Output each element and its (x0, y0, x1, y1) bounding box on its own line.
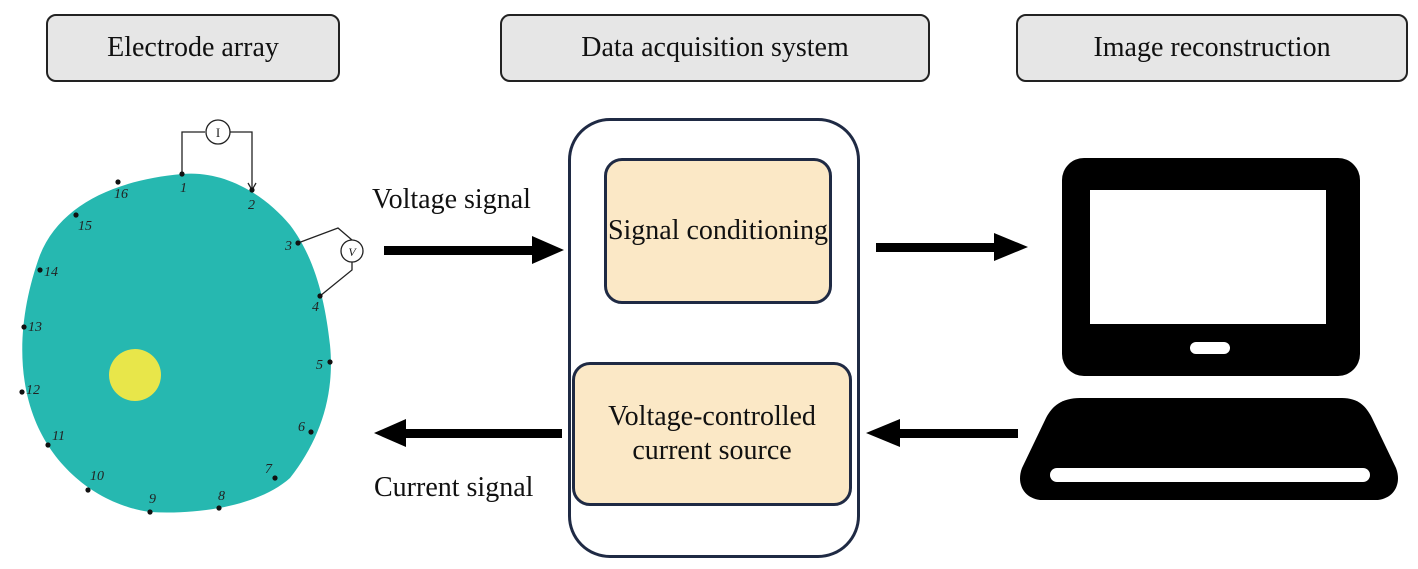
current-meter (181, 119, 257, 192)
current-meter-symbol: I (216, 125, 220, 140)
electrode-5-dot (327, 359, 333, 365)
electrode-7-dot (272, 475, 278, 481)
laptop-screen (1090, 190, 1326, 324)
electrode-1-dot (179, 171, 185, 177)
inclusion (109, 349, 161, 401)
electrode-15-label: 15 (78, 219, 92, 234)
electrode-5-label: 5 (316, 358, 323, 373)
electrode-4-label: 4 (312, 300, 319, 315)
laptop-base (1020, 398, 1398, 500)
electrode-6-label: 6 (298, 420, 305, 435)
laptop-logo (1190, 342, 1230, 354)
electrode-11-dot (45, 442, 51, 448)
electrode-1-label: 1 (180, 181, 187, 196)
signal-conditioning-module: Signal conditioning (604, 158, 832, 304)
command-arrow (866, 419, 1018, 447)
electrode-14-label: 14 (44, 265, 58, 280)
electrode-8-dot (216, 505, 222, 511)
electrode-13-label: 13 (28, 320, 42, 335)
output-arrow (876, 233, 1028, 261)
electrode-13-dot (21, 324, 27, 330)
current-signal-label: Current signal (374, 472, 534, 503)
electrode-8-label: 8 (218, 489, 225, 504)
electrode-7-label: 7 (265, 462, 273, 477)
electrode-6-dot (308, 429, 314, 435)
electrode-3-label: 3 (284, 239, 292, 254)
daq-header: Data acquisition system (500, 14, 930, 82)
electrode-12-dot (19, 389, 25, 395)
electrode-4-dot (317, 293, 323, 299)
voltage-signal-label: Voltage signal (372, 184, 531, 215)
image-reconstruction-header: Image reconstruction (1016, 14, 1408, 82)
electrode-array-header: Electrode array (46, 14, 340, 82)
voltage-arrow (384, 236, 564, 264)
electrode-14-dot (37, 267, 43, 273)
voltage-meter (297, 227, 364, 297)
current-arrow (374, 419, 562, 447)
electrode-9-dot (147, 509, 153, 515)
electrode-11-label: 11 (52, 429, 65, 444)
electrode-10-label: 10 (90, 469, 104, 484)
electrode-2-dot (249, 187, 255, 193)
electrode-16-label: 16 (114, 187, 128, 202)
electrode-array-body (22, 173, 331, 513)
electrode-12-label: 12 (26, 383, 40, 398)
electrode-9-label: 9 (149, 492, 156, 507)
laptop-trackbar (1050, 468, 1370, 482)
electrode-15-dot (73, 212, 79, 218)
electrode-3-dot (295, 240, 301, 246)
electrode-10-dot (85, 487, 91, 493)
electrode-2-label: 2 (248, 198, 255, 213)
vccs-module: Voltage-controlled current source (572, 362, 852, 506)
voltage-meter-symbol: V (348, 245, 357, 259)
electrode-16-dot (115, 179, 121, 185)
